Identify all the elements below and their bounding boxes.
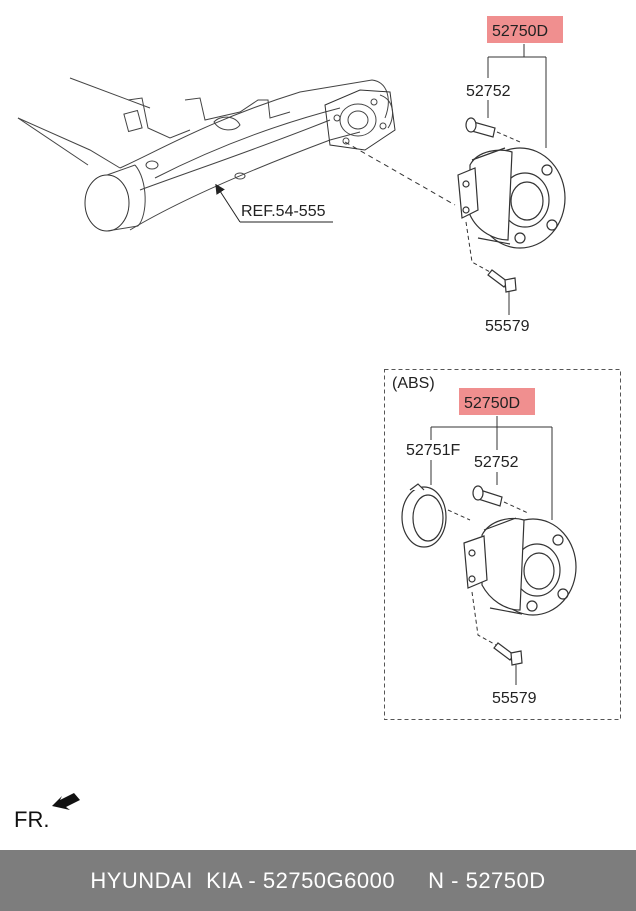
- footer-bar: HYUNDAI KIA - 52750G6000 N - 52750D: [0, 850, 636, 911]
- reference-label: REF.54-555: [241, 203, 326, 220]
- ring-axis-abs: [447, 509, 471, 521]
- bolt-52752-abs: [472, 485, 503, 507]
- alignment-line: [344, 141, 456, 206]
- parts-diagram: REF.54-555 5: [14, 16, 621, 832]
- screw-label-top: 55579: [485, 318, 530, 335]
- assembly-highlight-abs: [459, 388, 535, 415]
- abs-group-label: (ABS): [392, 375, 435, 392]
- callout-lines-top: [487, 44, 547, 315]
- screw-55579-top: [487, 269, 517, 293]
- direction-marker-label: FR.: [14, 807, 49, 832]
- bolt-52752-top: [465, 117, 496, 138]
- assembly-label-top: 52750D: [492, 23, 548, 40]
- callout-lines-abs: [430, 416, 553, 685]
- screw-55579-abs: [493, 642, 523, 666]
- assembly-highlight-top: [487, 16, 563, 43]
- reference-callout: REF.54-555: [215, 183, 333, 223]
- abs-group-frame: [384, 369, 621, 720]
- screw-axis-abs: [471, 591, 497, 646]
- screw-label-abs: 55579: [492, 690, 537, 707]
- abs-sensor-ring: [401, 483, 447, 548]
- hub-assembly-top: [457, 147, 566, 249]
- assembly-label-abs: 52750D: [464, 395, 520, 412]
- front-direction-arrow-icon: [52, 793, 80, 810]
- bolt-label-abs: 52752: [474, 454, 519, 471]
- hub-assembly-abs: [463, 517, 577, 616]
- bolt-axis-abs: [503, 501, 529, 514]
- rear-axle-beam: [17, 77, 396, 232]
- bolt-axis-top: [496, 131, 521, 143]
- sensor-ring-label-abs: 52751F: [406, 442, 460, 459]
- bolt-label-top: 52752: [466, 83, 511, 100]
- footer-part-numbers: HYUNDAI KIA - 52750G6000 N - 52750D: [90, 867, 546, 893]
